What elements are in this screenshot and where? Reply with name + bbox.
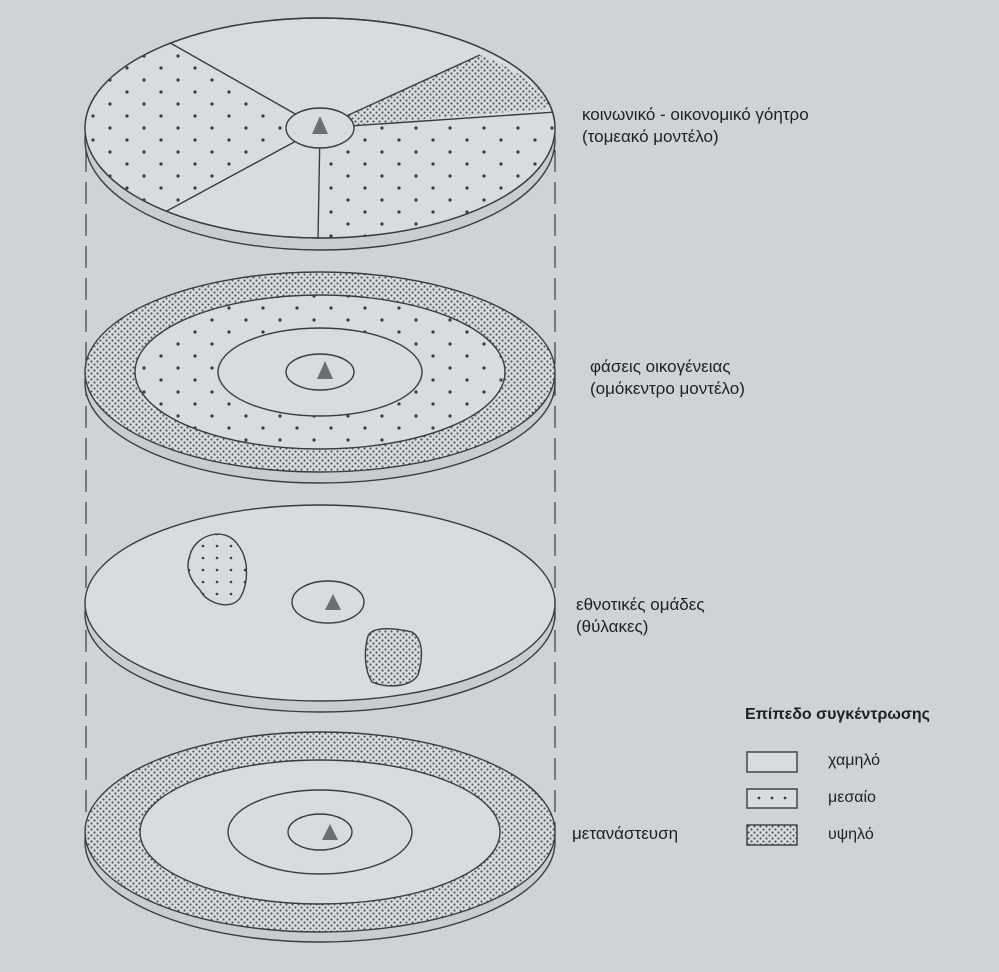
label-enclaves-model: εθνοτικές ομάδες (θύλακες) xyxy=(576,594,705,638)
label-migration-model: μετανάστευση xyxy=(572,823,678,845)
label-line: (τομεακό μοντέλο) xyxy=(582,127,719,146)
sector-medium-right xyxy=(318,120,555,238)
center-zone xyxy=(291,580,365,624)
center-zone xyxy=(285,353,355,391)
layer-migration-model xyxy=(84,731,556,943)
enclave-high xyxy=(364,628,423,687)
legend-label-low: χαμηλό xyxy=(828,752,880,769)
legend-dot xyxy=(757,796,761,800)
label-line: μετανάστευση xyxy=(572,824,679,843)
legend-dot xyxy=(783,796,787,800)
sector-medium-top-left xyxy=(85,45,320,128)
legend-swatch-high xyxy=(746,824,798,846)
legend-label-medium: μεσαίο xyxy=(828,789,876,806)
enclave-medium xyxy=(187,533,248,606)
guide-lines xyxy=(85,150,556,840)
label-line: εθνοτικές ομάδες xyxy=(576,595,705,614)
center-triangle-icon xyxy=(317,361,333,379)
label-line: (θύλακες) xyxy=(576,617,649,636)
center-triangle-icon xyxy=(325,594,341,610)
disk-top-outline xyxy=(84,17,556,239)
sector-line xyxy=(319,111,555,129)
layer-concentric-model xyxy=(84,271,556,484)
sector-high xyxy=(320,55,555,128)
sector-line xyxy=(164,127,321,213)
label-sector-model: κοινωνικό - οικονομικό γόητρο (τομεακό μ… xyxy=(582,104,809,148)
legend-swatches xyxy=(746,751,798,846)
layer-enclaves-model xyxy=(84,504,556,713)
center-triangle-icon xyxy=(312,116,328,134)
legend-swatch-low xyxy=(746,751,798,773)
center-zone xyxy=(287,813,353,851)
label-line: (ομόκεντρο μοντέλο) xyxy=(590,379,745,398)
label-line: κοινωνικό - οικονομικό γόητρο xyxy=(582,105,809,124)
sector-line xyxy=(164,39,321,129)
label-line: φάσεις οικογένειας xyxy=(590,357,731,376)
center-triangle-icon xyxy=(322,824,338,840)
label-concentric-model: φάσεις οικογένειας (ομόκεντρο μοντέλο) xyxy=(590,356,745,400)
legend-dot xyxy=(770,796,774,800)
legend-title: Επίπεδο συγκέντρωσης xyxy=(745,706,930,723)
layer-sector-model xyxy=(84,17,556,251)
legend-label-high: υψηλό xyxy=(828,826,874,843)
